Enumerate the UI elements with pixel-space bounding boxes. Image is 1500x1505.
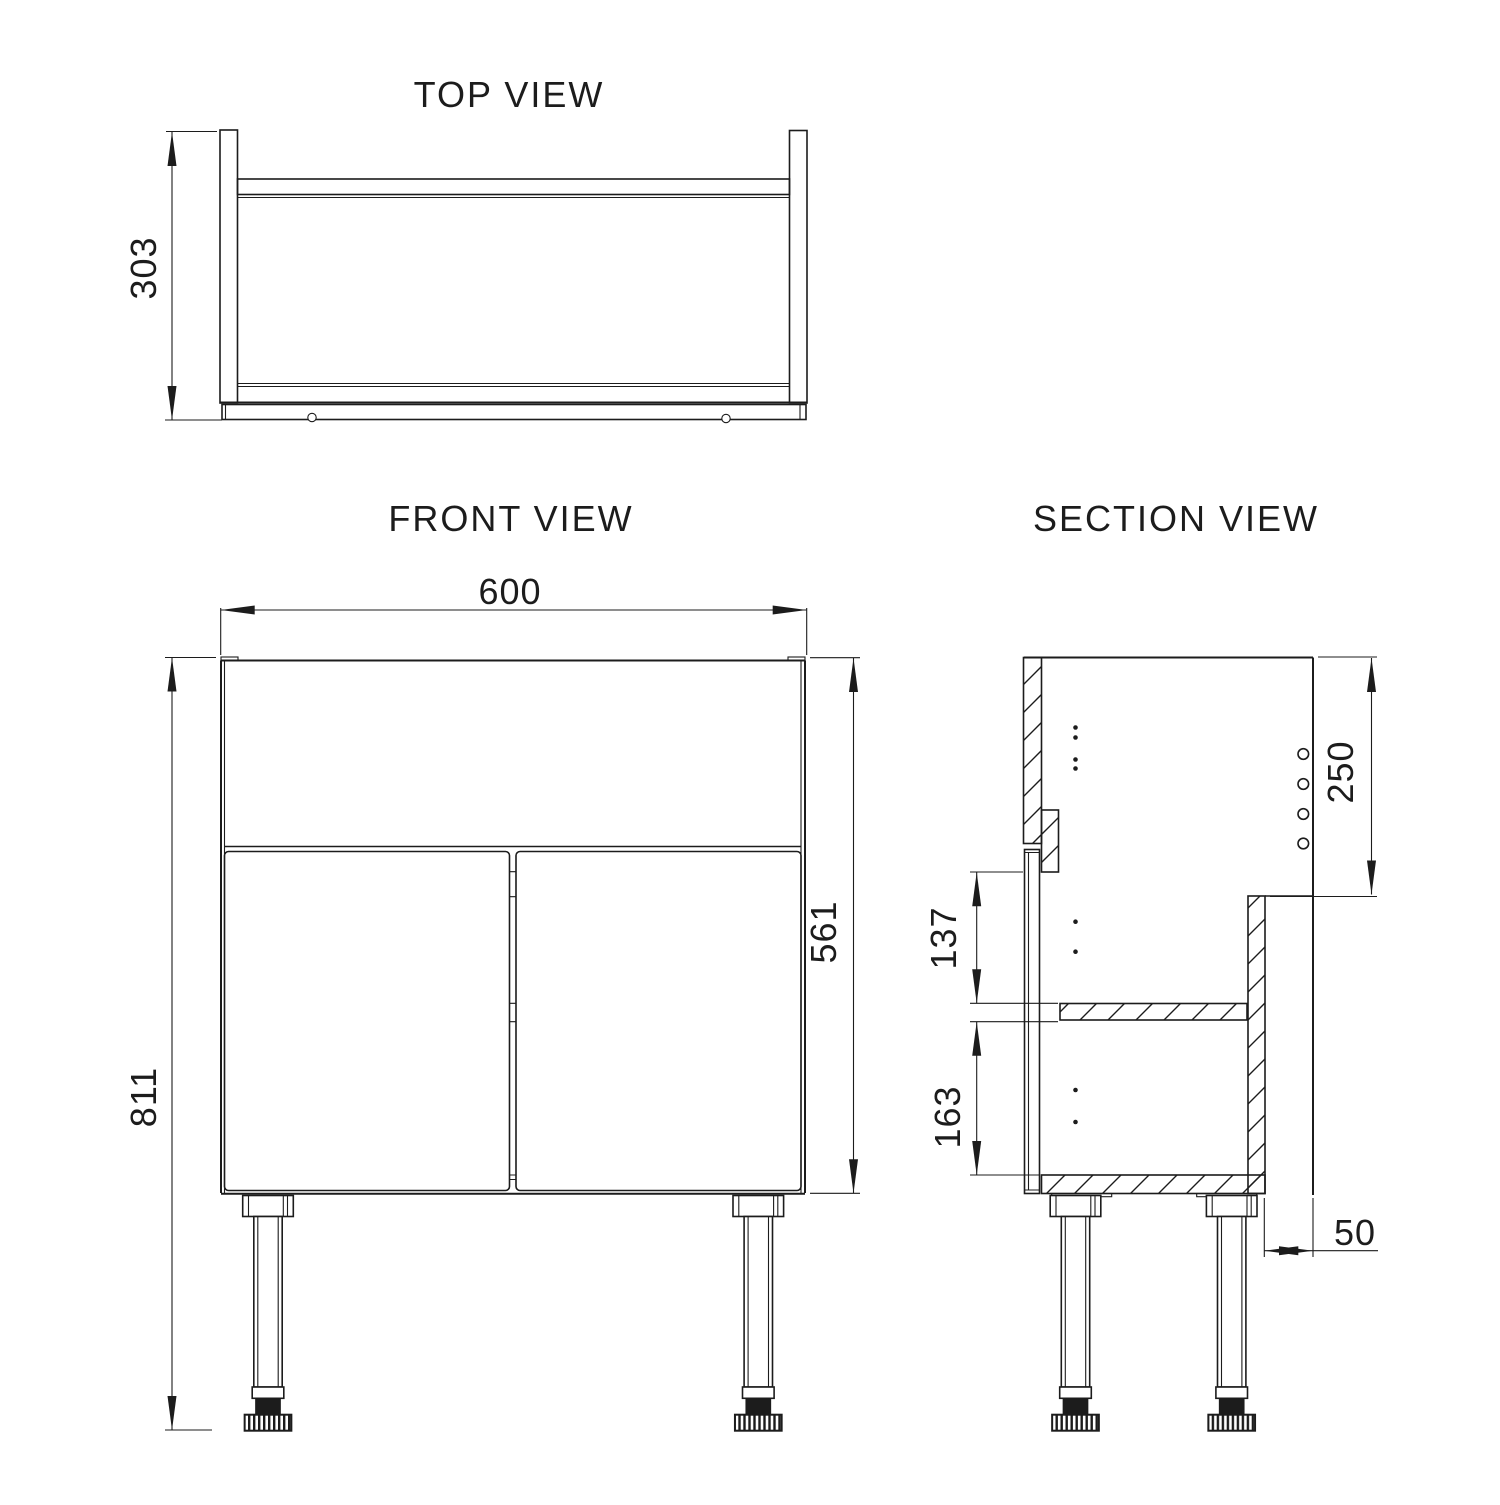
dim-top-to-rail-label: 250 (1320, 740, 1361, 803)
dim-arrow-down (972, 969, 982, 1004)
dim-extension-lines (970, 1021, 1058, 1176)
dim-extension-lines (1270, 656, 1377, 898)
dim-width-label: 600 (478, 571, 541, 612)
dim-arrow-up (972, 872, 982, 907)
front-view-title: FRONT VIEW (388, 498, 633, 539)
dim-total-height-811: 811 (123, 656, 216, 1431)
dim-arrow-down (167, 1396, 177, 1430)
dim-extension-lines (970, 871, 1058, 1004)
front-view-door-gap-ticks (509, 871, 516, 1181)
dim-extension-lines (220, 608, 808, 655)
top-view-left-side-panel (219, 129, 239, 404)
dim-shelf-to-bottom-label: 163 (927, 1085, 968, 1148)
top-view-fixing-hole-right (721, 413, 731, 424)
dim-arrow-right (1279, 1246, 1313, 1256)
dim-back-inset-50: 50 (1263, 1198, 1378, 1257)
dim-arrow-down (1367, 860, 1376, 895)
dim-top-to-rail-250: 250 (1270, 656, 1377, 898)
top-view-back-rail (236, 178, 791, 196)
top-view-right-side-panel (788, 129, 808, 404)
dim-extension-lines (165, 656, 216, 1431)
dim-width-600: 600 (220, 571, 808, 655)
section-front-leg (1049, 1194, 1102, 1432)
dim-arrow-down (167, 386, 177, 420)
section-shelf-cut (1059, 1002, 1248, 1021)
front-view-right-leg (732, 1194, 785, 1432)
top-view-fixing-hole-left (307, 412, 317, 423)
top-view-front-rail (237, 382, 790, 388)
dim-arrow-up (167, 657, 177, 692)
dim-depth-303: 303 (123, 130, 222, 421)
front-view-side-edges (220, 660, 806, 1193)
dim-arrow-up (849, 658, 858, 692)
dim-extension-lines (810, 657, 860, 1194)
dim-arrow-down (972, 1141, 982, 1175)
dim-back-inset-label: 50 (1334, 1212, 1376, 1253)
dim-total-height-label: 811 (123, 1067, 164, 1127)
section-view: SECTION VIEW (923, 498, 1378, 1432)
dim-carcass-height-label: 561 (803, 900, 844, 963)
dim-extension-lines (1263, 1198, 1314, 1257)
front-view-left-leg (241, 1194, 295, 1432)
section-front-top-rail-cut (1022, 656, 1043, 845)
section-back-panel-cut (1247, 895, 1266, 1195)
dim-rail-to-shelf-137: 137 (923, 871, 1058, 1004)
section-hinge-drilling-dots (1073, 725, 1078, 1125)
dim-arrow-up (1367, 658, 1376, 692)
dim-arrow-left (220, 605, 255, 615)
dim-depth-label: 303 (123, 236, 164, 299)
dim-rail-to-shelf-label: 137 (923, 906, 964, 969)
front-view: FRONT VIEW 600 811 (123, 498, 860, 1432)
dim-arrow-down (849, 1159, 858, 1194)
section-back-leg (1205, 1194, 1258, 1432)
top-view: TOP VIEW 303 (123, 74, 808, 424)
section-shelf-pin-holes (1297, 747, 1310, 850)
section-view-title: SECTION VIEW (1033, 498, 1319, 539)
dim-extension-lines (165, 130, 222, 421)
front-view-right-door (515, 850, 802, 1192)
section-front-lower-rail-cut (1040, 809, 1060, 873)
dim-shelf-to-bottom-163: 163 (927, 1021, 1058, 1176)
top-view-title: TOP VIEW (414, 74, 605, 115)
section-bottom-panel-cut (1040, 1174, 1266, 1195)
dim-arrow-right (772, 605, 807, 615)
dim-carcass-height-561: 561 (803, 657, 860, 1194)
front-view-left-door (223, 850, 511, 1192)
dim-arrow-up (972, 1021, 982, 1056)
dim-arrow-up (167, 132, 177, 166)
top-view-door-front-strip (221, 403, 807, 421)
